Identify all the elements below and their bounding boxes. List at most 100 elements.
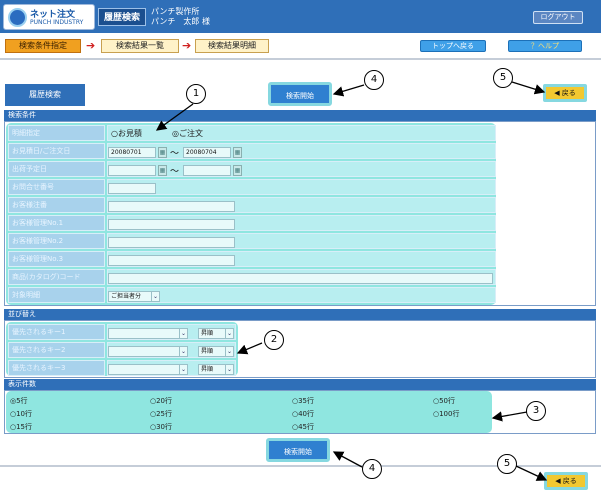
count-option-35[interactable]: ○35行 [292,397,315,405]
range-tilde: ～ [170,149,180,159]
count-option-45[interactable]: ○45行 [292,423,315,431]
history-search-tab[interactable]: 履歴検索 [5,84,85,106]
count-option-15[interactable]: ○15行 [10,423,33,431]
row-inquiry: お問合せ番号 [8,178,496,195]
step-search-criteria: 検索条件指定 [5,39,81,53]
range-tilde: ～ [170,167,180,177]
chevron-down-icon: ⌄ [225,329,233,338]
search-start-button-bottom[interactable]: 検索開始 [266,438,330,462]
mgmt1-input[interactable] [108,219,235,230]
sort-key2-select[interactable]: ⌄ [108,346,188,357]
callout-4-bottom: 4 [362,459,382,479]
sort-order-value: 昇順 [201,348,214,355]
chevron-down-icon: ⌄ [225,365,233,374]
inquiry-label: お問合せ番号 [8,179,105,195]
callout-1: 1 [186,84,206,104]
help-button[interactable]: ？ヘルプ [508,40,582,52]
sort-key1-select[interactable]: ⌄ [108,328,188,339]
step-arrow-icon: ➔ [182,39,192,52]
radio-estimate[interactable]: ○お見積 [111,129,142,138]
mgmt1-label: お客様管理No.1 [8,215,105,231]
count-option-25[interactable]: ○25行 [150,410,173,418]
logo: ネット注文 PUNCH INDUSTRY [3,4,95,30]
row-catalog: 商品(カタログ)コード [8,268,496,285]
search-start-button[interactable]: 検索開始 [268,82,332,106]
logo-text: ネット注文 [30,10,76,20]
date-label: お見積日/ご注文日 [8,143,105,159]
sort-order-value: 昇順 [201,330,214,337]
calendar-icon[interactable]: ▦ [233,147,242,158]
catalog-input[interactable] [108,273,493,284]
sort-key2-label: 優先されるキー2 [8,342,105,358]
calendar-icon[interactable]: ▦ [233,165,242,176]
customer-order-input[interactable] [108,201,235,212]
chevron-down-icon: ⌄ [151,292,159,301]
step-result-list: 検索結果一覧 [101,39,179,53]
count-option-10[interactable]: ○10行 [10,410,33,418]
calendar-icon[interactable]: ▦ [158,147,167,158]
chevron-down-icon: ⌄ [225,347,233,356]
count-option-40[interactable]: ○40行 [292,410,315,418]
company-name: パンチ製作所 [151,7,200,16]
count-option-30[interactable]: ○30行 [150,423,173,431]
mgmt3-input[interactable] [108,255,235,266]
chevron-down-icon: ⌄ [179,365,187,374]
back-button[interactable]: ◀ 戻る [543,84,587,102]
callout-2: 2 [264,330,284,350]
sort-order3-select[interactable]: 昇順 ⌄ [198,364,234,375]
divider [0,58,601,60]
sort-row-1: 優先されるキー1 ⌄ 昇順⌄ [8,323,238,340]
catalog-label: 商品(カタログ)コード [8,269,105,285]
step-arrow-icon: ➔ [86,39,96,52]
row-mgmt3: お客様管理No.3 [8,250,496,267]
sort-order1-select[interactable]: 昇順 ⌄ [198,328,234,339]
count-option-20[interactable]: ○20行 [150,397,173,405]
sort-section-header: 並び替え [4,309,596,320]
chevron-down-icon: ⌄ [179,347,187,356]
customer-order-label: お客様注番 [8,197,105,213]
sort-key3-label: 優先されるキー3 [8,360,105,376]
sort-key3-select[interactable]: ⌄ [108,364,188,375]
callout-3: 3 [526,401,546,421]
back-button-bottom[interactable]: ◀ 戻る [544,472,588,490]
user-info: パンチ製作所 パンチ 太郎 様 [151,7,210,27]
target-select[interactable]: ご担当者分 ⌄ [108,291,160,302]
target-select-value: ご担当者分 [111,293,142,300]
row-mgmt2: お客様管理No.2 [8,232,496,249]
ship-to-input[interactable] [183,165,231,176]
globe-icon [8,8,27,27]
row-customer-order: お客様注番 [8,196,496,213]
count-option-100[interactable]: ○100行 [433,410,460,418]
ship-date-label: 出荷予定日 [8,161,105,177]
back-to-top-button[interactable]: トップへ戻る [420,40,486,52]
count-option-50[interactable]: ○50行 [433,397,456,405]
count-panel [6,391,492,433]
type-label: 明細指定 [8,125,105,141]
mgmt2-input[interactable] [108,237,235,248]
row-target: 対象明細 ご担当者分 ⌄ [8,286,496,303]
divider [0,465,601,467]
date-from-input[interactable]: 20080701 [108,147,156,158]
ship-from-input[interactable] [108,165,156,176]
sort-order-value: 昇順 [201,366,214,373]
sort-row-2: 優先されるキー2 ⌄ 昇順 ⌄ [8,341,238,358]
sort-order2-select[interactable]: 昇順 ⌄ [198,346,234,357]
count-option-5[interactable]: ◎5行 [10,397,28,405]
inquiry-input[interactable] [108,183,156,194]
logout-button[interactable]: ログアウト [533,11,583,24]
row-ship: 出荷予定日 ▦ ～ ▦ [8,160,496,177]
count-section-header: 表示件数 [4,379,596,390]
callout-5: 5 [493,68,513,88]
user-name: パンチ 太郎 様 [151,17,210,26]
mgmt2-label: お客様管理No.2 [8,233,105,249]
date-to-input[interactable]: 20080704 [183,147,231,158]
row-type: 明細指定 ○お見積 ◎ご注文 [8,124,496,141]
mgmt3-label: お客様管理No.3 [8,251,105,267]
sort-row-3: 優先されるキー3 ⌄ 昇順 ⌄ [8,359,238,376]
callout-5-bottom: 5 [497,454,517,474]
callout-4: 4 [364,70,384,90]
radio-order[interactable]: ◎ご注文 [172,129,203,138]
calendar-icon[interactable]: ▦ [158,165,167,176]
chevron-down-icon: ⌄ [179,329,187,338]
target-label: 対象明細 [8,287,105,303]
